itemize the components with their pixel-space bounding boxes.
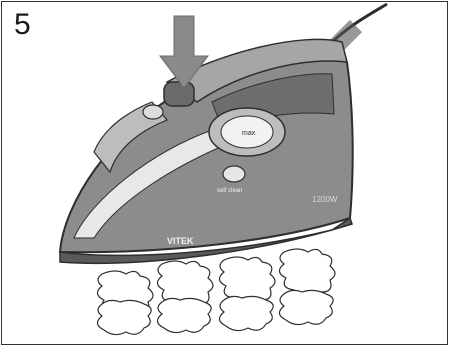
self-clean-label: self clean [217,188,242,194]
wattage-label: 1200W [312,195,338,204]
steam-iron-illustration: max self clean VITEK 1200W [2,2,448,345]
steam-button[interactable] [164,82,194,106]
dial-label: max [242,130,256,137]
spray-button[interactable] [143,105,163,119]
instruction-figure: 5 max self clean VITEK 1200W [1,1,448,345]
brand-label: VITEK [167,236,194,246]
self-clean-button[interactable] [223,166,245,182]
